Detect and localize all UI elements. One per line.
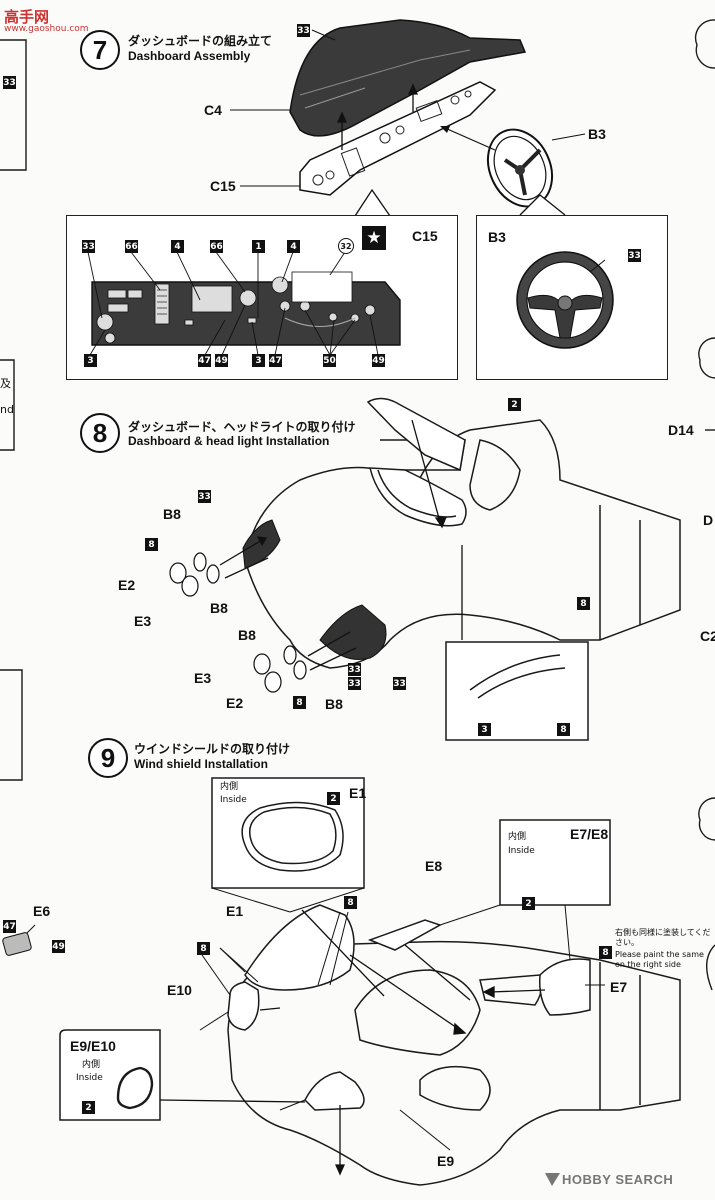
part-label-e3: E3 <box>134 613 152 629</box>
part-label-b8: B8 <box>325 696 343 712</box>
paint-badge: 2 <box>508 398 521 411</box>
part-label-e6: E6 <box>33 903 51 919</box>
paint-badge: 33 <box>348 663 361 676</box>
part-label-e7: E7 <box>610 979 628 995</box>
note-en: Please paint the same on the right side <box>615 950 704 969</box>
paint-badge: 8 <box>293 696 306 709</box>
paint-badge: 8 <box>557 723 570 736</box>
detail-label-c15: C15 <box>412 228 438 244</box>
paint-badge: 33 <box>198 490 211 503</box>
site-logo: 高手网 <box>4 8 50 26</box>
paint-badge: 33 <box>297 24 310 37</box>
paint-badge: 49 <box>215 354 228 367</box>
part-label-e9: E9 <box>437 1153 455 1169</box>
note-jp: 右側も同様に塗装してください。 <box>615 928 711 947</box>
cut-text: nd <box>0 403 14 416</box>
paint-badge: 47 <box>198 354 211 367</box>
part-label-b8: B8 <box>163 506 181 522</box>
paint-badge: 8 <box>344 896 357 909</box>
part-label-e10: E10 <box>167 982 192 998</box>
part-label-e2: E2 <box>226 695 244 711</box>
step-title-en: Dashboard & head light Installation <box>128 434 330 448</box>
step-number: 9 <box>88 738 128 778</box>
part-label-e3: E3 <box>194 670 212 686</box>
paint-badge: 2 <box>82 1101 95 1114</box>
paint-badge: 50 <box>323 354 336 367</box>
step-title-en: Dashboard Assembly <box>128 49 251 63</box>
part-label-e1: E1 <box>349 785 367 801</box>
part-label-b3: B3 <box>588 126 606 142</box>
part-label-e2: E2 <box>118 577 136 593</box>
star-icon: ★ <box>362 226 386 250</box>
paint-badge: 49 <box>372 354 385 367</box>
inside-label-jp: 内側 <box>508 832 527 842</box>
step-title-jp: ダッシュボード、ヘッドライトの取り付け <box>128 420 356 434</box>
paint-badge: 49 <box>52 940 65 953</box>
paint-badge: 33 <box>628 249 641 262</box>
part-label-e9-e10: E9/E10 <box>70 1038 116 1054</box>
part-label-e1: E1 <box>226 903 244 919</box>
paint-badge: 8 <box>599 946 612 959</box>
paint-badge: 4 <box>171 240 184 253</box>
part-label-b8: B8 <box>210 600 228 616</box>
step-number: 7 <box>80 30 120 70</box>
paint-badge: 47 <box>3 920 16 933</box>
inside-label-jp: 内側 <box>220 782 239 792</box>
paint-badge: 3 <box>478 723 491 736</box>
part-label: C2 <box>700 628 715 644</box>
inside-label-en: Inside <box>220 795 247 805</box>
step-number: 8 <box>80 413 120 453</box>
cut-text: 及 <box>0 377 11 390</box>
paint-badge: 2 <box>327 792 340 805</box>
paint-badge: 8 <box>577 597 590 610</box>
paint-badge: 33 <box>393 677 406 690</box>
watermark: HOBBY SEARCH <box>562 1172 674 1187</box>
part-label-c15: C15 <box>210 178 236 194</box>
paint-badge: 33 <box>348 677 361 690</box>
paint-badge-circle: 32 <box>338 238 354 254</box>
paint-badge: 2 <box>522 897 535 910</box>
paint-badge: 4 <box>287 240 300 253</box>
inside-label-en: Inside <box>508 846 535 856</box>
part-label-b8: B8 <box>238 627 256 643</box>
site-url: www.gaoshou.com <box>4 24 89 34</box>
part-label-c4: C4 <box>204 102 222 118</box>
paint-badge: 33 <box>82 240 95 253</box>
inside-label-jp: 内側 <box>82 1060 101 1070</box>
part-label-e8: E8 <box>425 858 443 874</box>
part-label: D14 <box>668 422 694 438</box>
inside-label-en: Inside <box>76 1073 103 1083</box>
part-label-e7-e8: E7/E8 <box>570 826 609 842</box>
paint-badge: 8 <box>145 538 158 551</box>
paint-badge: 33 <box>3 76 16 89</box>
paint-badge: 8 <box>197 942 210 955</box>
paint-badge: 3 <box>252 354 265 367</box>
paint-badge: 66 <box>125 240 138 253</box>
part-label: D <box>703 512 714 528</box>
paint-badge: 1 <box>252 240 265 253</box>
paint-badge: 3 <box>84 354 97 367</box>
step-title-jp: ダッシュボードの組み立て <box>128 34 273 48</box>
paint-badge: 66 <box>210 240 223 253</box>
step-title-jp: ウインドシールドの取り付け <box>134 742 291 756</box>
step-title-en: Wind shield Installation <box>134 757 268 771</box>
detail-label-b3: B3 <box>488 229 506 245</box>
paint-badge: 47 <box>269 354 282 367</box>
